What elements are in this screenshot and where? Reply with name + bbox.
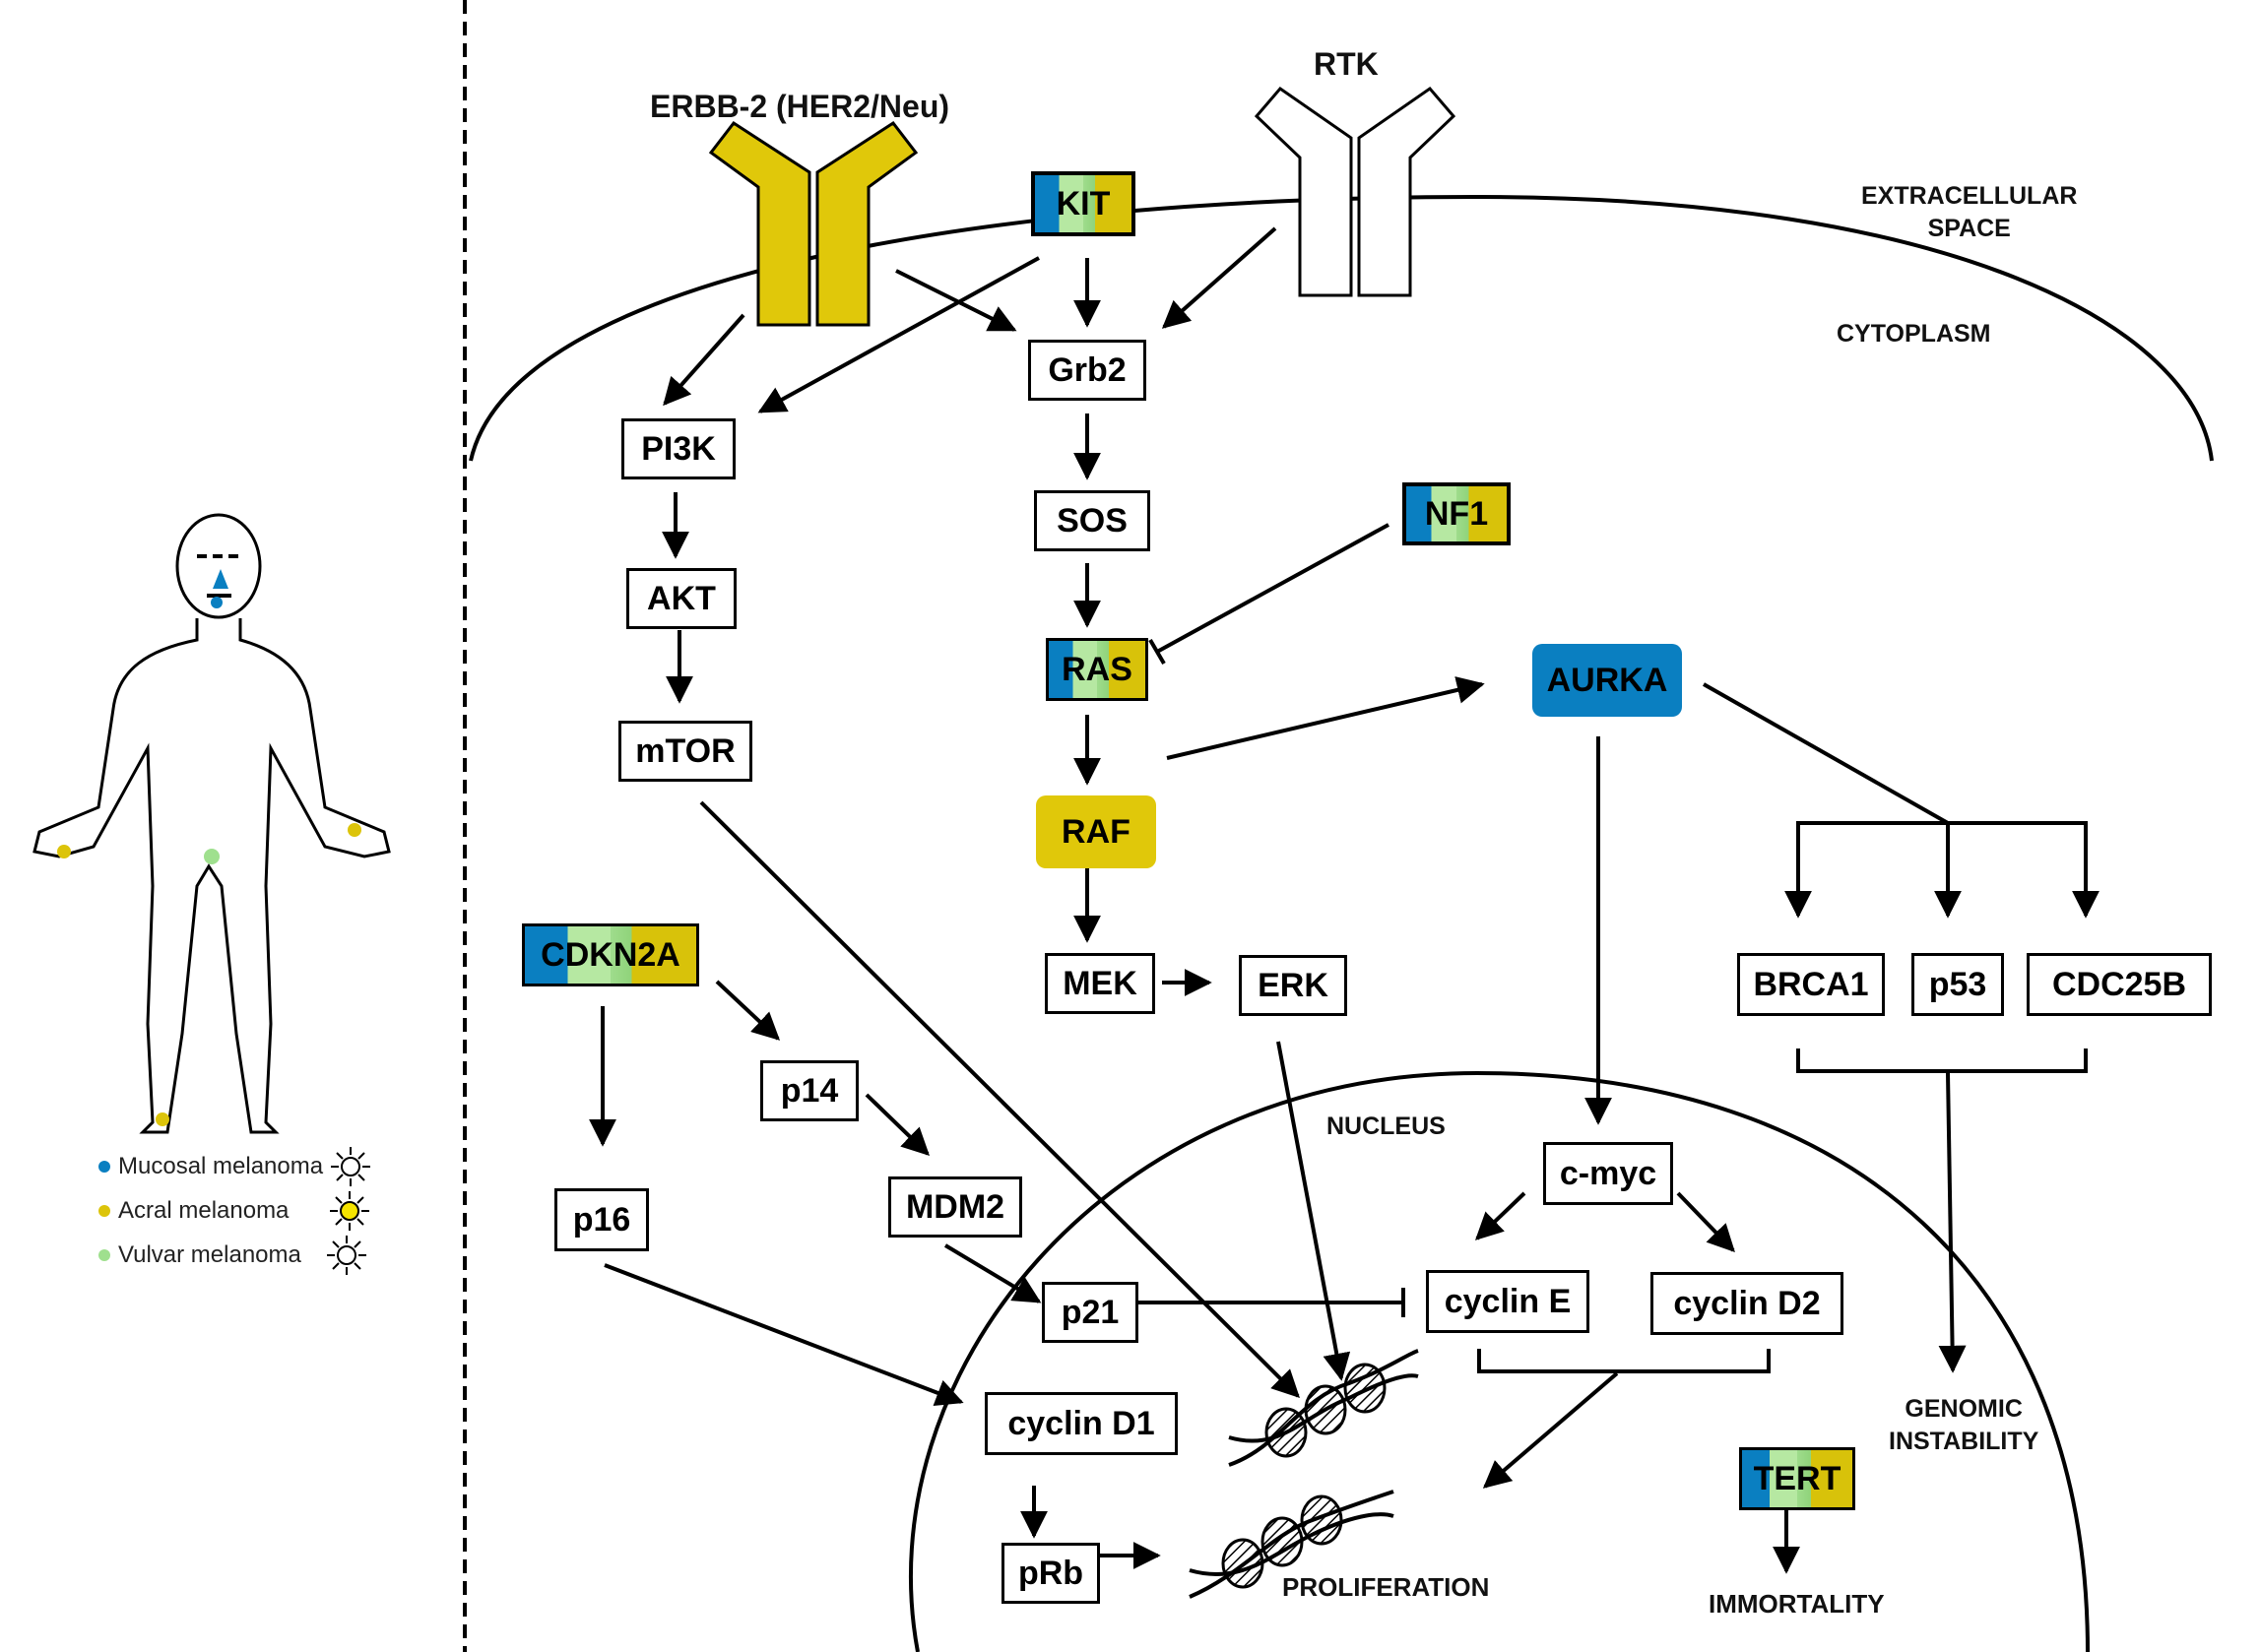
p53-node: p53: [1911, 953, 2004, 1016]
erbb2-receptor-icon: [708, 120, 919, 327]
mdm2-node: MDM2: [888, 1176, 1022, 1238]
cyclin-d1-node: cyclin D1: [985, 1392, 1178, 1455]
pi3k-node: PI3K: [621, 418, 736, 479]
genomic-instability-label: GENOMIC INSTABILITY: [1889, 1395, 2039, 1455]
ras-node: RAS: [1046, 638, 1148, 701]
rtk-label: RTK: [1314, 46, 1379, 82]
cyclin-d2-node: cyclin D2: [1650, 1272, 1843, 1335]
sun-icon: [330, 1191, 370, 1231]
legend-item-mucosal: Mucosal melanoma: [98, 1145, 372, 1188]
erk-node: ERK: [1239, 955, 1347, 1016]
legend-label: Vulvar melanoma: [118, 1241, 301, 1268]
legend-label: Mucosal melanoma: [118, 1153, 324, 1179]
body-markers: [57, 554, 361, 1126]
nf1-node: NF1: [1402, 482, 1511, 545]
cytoplasm-label: CYTOPLASM: [1837, 320, 1991, 348]
vulvar-dot-icon: [98, 1249, 110, 1261]
brca1-node: BRCA1: [1737, 953, 1885, 1016]
cyclin-e-node: cyclin E: [1426, 1270, 1589, 1333]
mek-node: MEK: [1045, 953, 1155, 1014]
mtor-node: mTOR: [618, 721, 752, 782]
human-body-outline-icon: [32, 513, 391, 1134]
akt-node: AKT: [626, 568, 737, 629]
c-myc-node: c-myc: [1543, 1142, 1673, 1205]
nucleus-label: NUCLEUS: [1326, 1112, 1446, 1140]
sun-icon: [326, 1236, 366, 1275]
dna-helix-icon: [1189, 1490, 1394, 1599]
immortality-label: IMMORTALITY: [1709, 1589, 1885, 1619]
legend-item-acral: Acral melanoma: [98, 1189, 371, 1233]
extracellular-space-label: EXTRACELLULAR SPACE: [1861, 182, 2078, 242]
sun-icon: [331, 1147, 371, 1186]
sos-node: SOS: [1034, 490, 1150, 551]
dna-helix-icon: [1228, 1349, 1419, 1467]
rtk-receptor-icon: [1254, 86, 1456, 297]
acral-dot-icon: [98, 1205, 110, 1217]
cell-membrane: [469, 194, 2214, 462]
proliferation-label: PROLIFERATION: [1282, 1572, 1490, 1602]
legend-item-vulvar: Vulvar melanoma: [98, 1234, 368, 1277]
legend-label: Acral melanoma: [118, 1197, 290, 1224]
p21-node: p21: [1042, 1282, 1138, 1343]
aurka-node: AURKA: [1532, 644, 1682, 717]
tert-node: TERT: [1739, 1447, 1855, 1510]
grb2-node: Grb2: [1028, 340, 1146, 401]
kit-node: KIT: [1031, 171, 1135, 236]
cdc25b-node: CDC25B: [2027, 953, 2212, 1016]
cdkn2a-node: CDKN2A: [522, 923, 699, 986]
raf-node: RAF: [1036, 795, 1156, 868]
erbb2-label: ERBB-2 (HER2/Neu): [650, 89, 950, 124]
p14-node: p14: [760, 1060, 859, 1121]
prb-node: pRb: [1001, 1543, 1100, 1604]
pathway-arrows: [589, 226, 2100, 1574]
mucosal-dot-icon: [98, 1161, 110, 1173]
p16-node: p16: [554, 1188, 649, 1251]
